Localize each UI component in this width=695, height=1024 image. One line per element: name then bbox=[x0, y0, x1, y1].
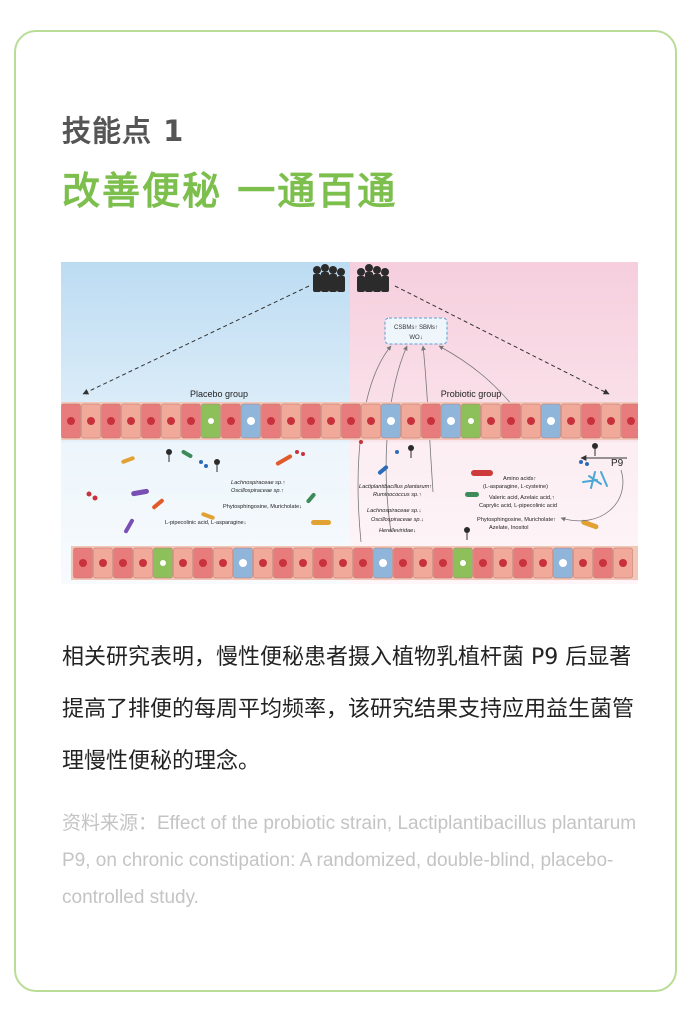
probiotic-allocation-arrow bbox=[394, 285, 610, 395]
probiotic-metabolite-annotation: Valeric acid, Azelaic acid,↑ bbox=[489, 495, 555, 501]
probiotic-bacteria-annotation: Oscillospiraceae sp.↓ bbox=[371, 517, 424, 523]
source-citation: 资料来源：Effect of the probiotic strain, Lac… bbox=[62, 813, 637, 908]
probiotic-metabolite-annotation: Azelate, Inositol bbox=[489, 525, 529, 531]
gut-microbes bbox=[86, 440, 599, 540]
probiotic-bacteria-annotation: Herelleviridae↓ bbox=[379, 528, 416, 534]
p9-label: P9 bbox=[611, 458, 624, 469]
study-diagram: CSBMs↑ SBMs↑ WO↓ Placebo group Probiotic… bbox=[61, 262, 638, 584]
headline: 改善便秘 一通百通 bbox=[62, 169, 398, 213]
placebo-annotations: Lachnospiraceae sp.↑ Oscillospiraceae sp… bbox=[165, 480, 302, 526]
placebo-group-label: Placebo group bbox=[190, 389, 248, 399]
probiotic-bacteria-annotation: Ruminococcus sp.↑ bbox=[373, 492, 422, 498]
probiotic-metabolite-annotation: (L-asparagine, L-cysteine) bbox=[483, 484, 548, 490]
bottom-epithelium bbox=[71, 546, 638, 580]
probiotic-metabolite-annotation: Phytosphingosine, Muricholate↑ bbox=[477, 517, 556, 523]
placebo-annotation: L-pipecolinic acid, L-asparagine↓ bbox=[165, 520, 247, 526]
probiotic-metabolite-annotations: Amino acids↑ (L-asparagine, L-cysteine) … bbox=[477, 476, 557, 531]
placebo-annotation: Lachnospiraceae sp.↑ bbox=[231, 480, 286, 486]
outcome-line-2: WO↓ bbox=[409, 335, 422, 341]
top-epithelium bbox=[61, 402, 638, 440]
body-paragraph: 相关研究表明，慢性便秘患者摄入植物乳植杆菌 P9 后显著提高了排便的每周平均频率… bbox=[62, 645, 635, 774]
outcome-line-1: CSBMs↑ SBMs↑ bbox=[394, 325, 438, 331]
placebo-annotation: Oscillospiraceae sp.↑ bbox=[231, 488, 284, 494]
probiotic-people-icon bbox=[357, 264, 389, 292]
p9-circulation-arrow bbox=[560, 469, 624, 522]
placebo-people-icon bbox=[313, 264, 345, 292]
placebo-annotation: Phytosphingosine, Muricholate↓ bbox=[223, 504, 302, 510]
probiotic-metabolite-annotation: Amino acids↑ bbox=[503, 476, 536, 482]
outcome-box bbox=[384, 317, 448, 345]
probiotic-bacteria-annotation: Lachnospiraceae sp.↓ bbox=[367, 508, 422, 514]
probiotic-metabolite-annotation: Caprylic acid, L-pipecolinic acid bbox=[479, 503, 557, 509]
skill-point-label: 技能点 1 bbox=[62, 114, 185, 148]
probiotic-bacteria-annotation: Lactiplantibacillus plantarum↑ bbox=[359, 484, 432, 490]
probiotic-bacteria-annotations: Lactiplantibacillus plantarum↑ Ruminococ… bbox=[359, 484, 432, 534]
probiotic-group-label: Probiotic group bbox=[441, 389, 502, 399]
p9-probiotic-icon bbox=[582, 471, 608, 489]
